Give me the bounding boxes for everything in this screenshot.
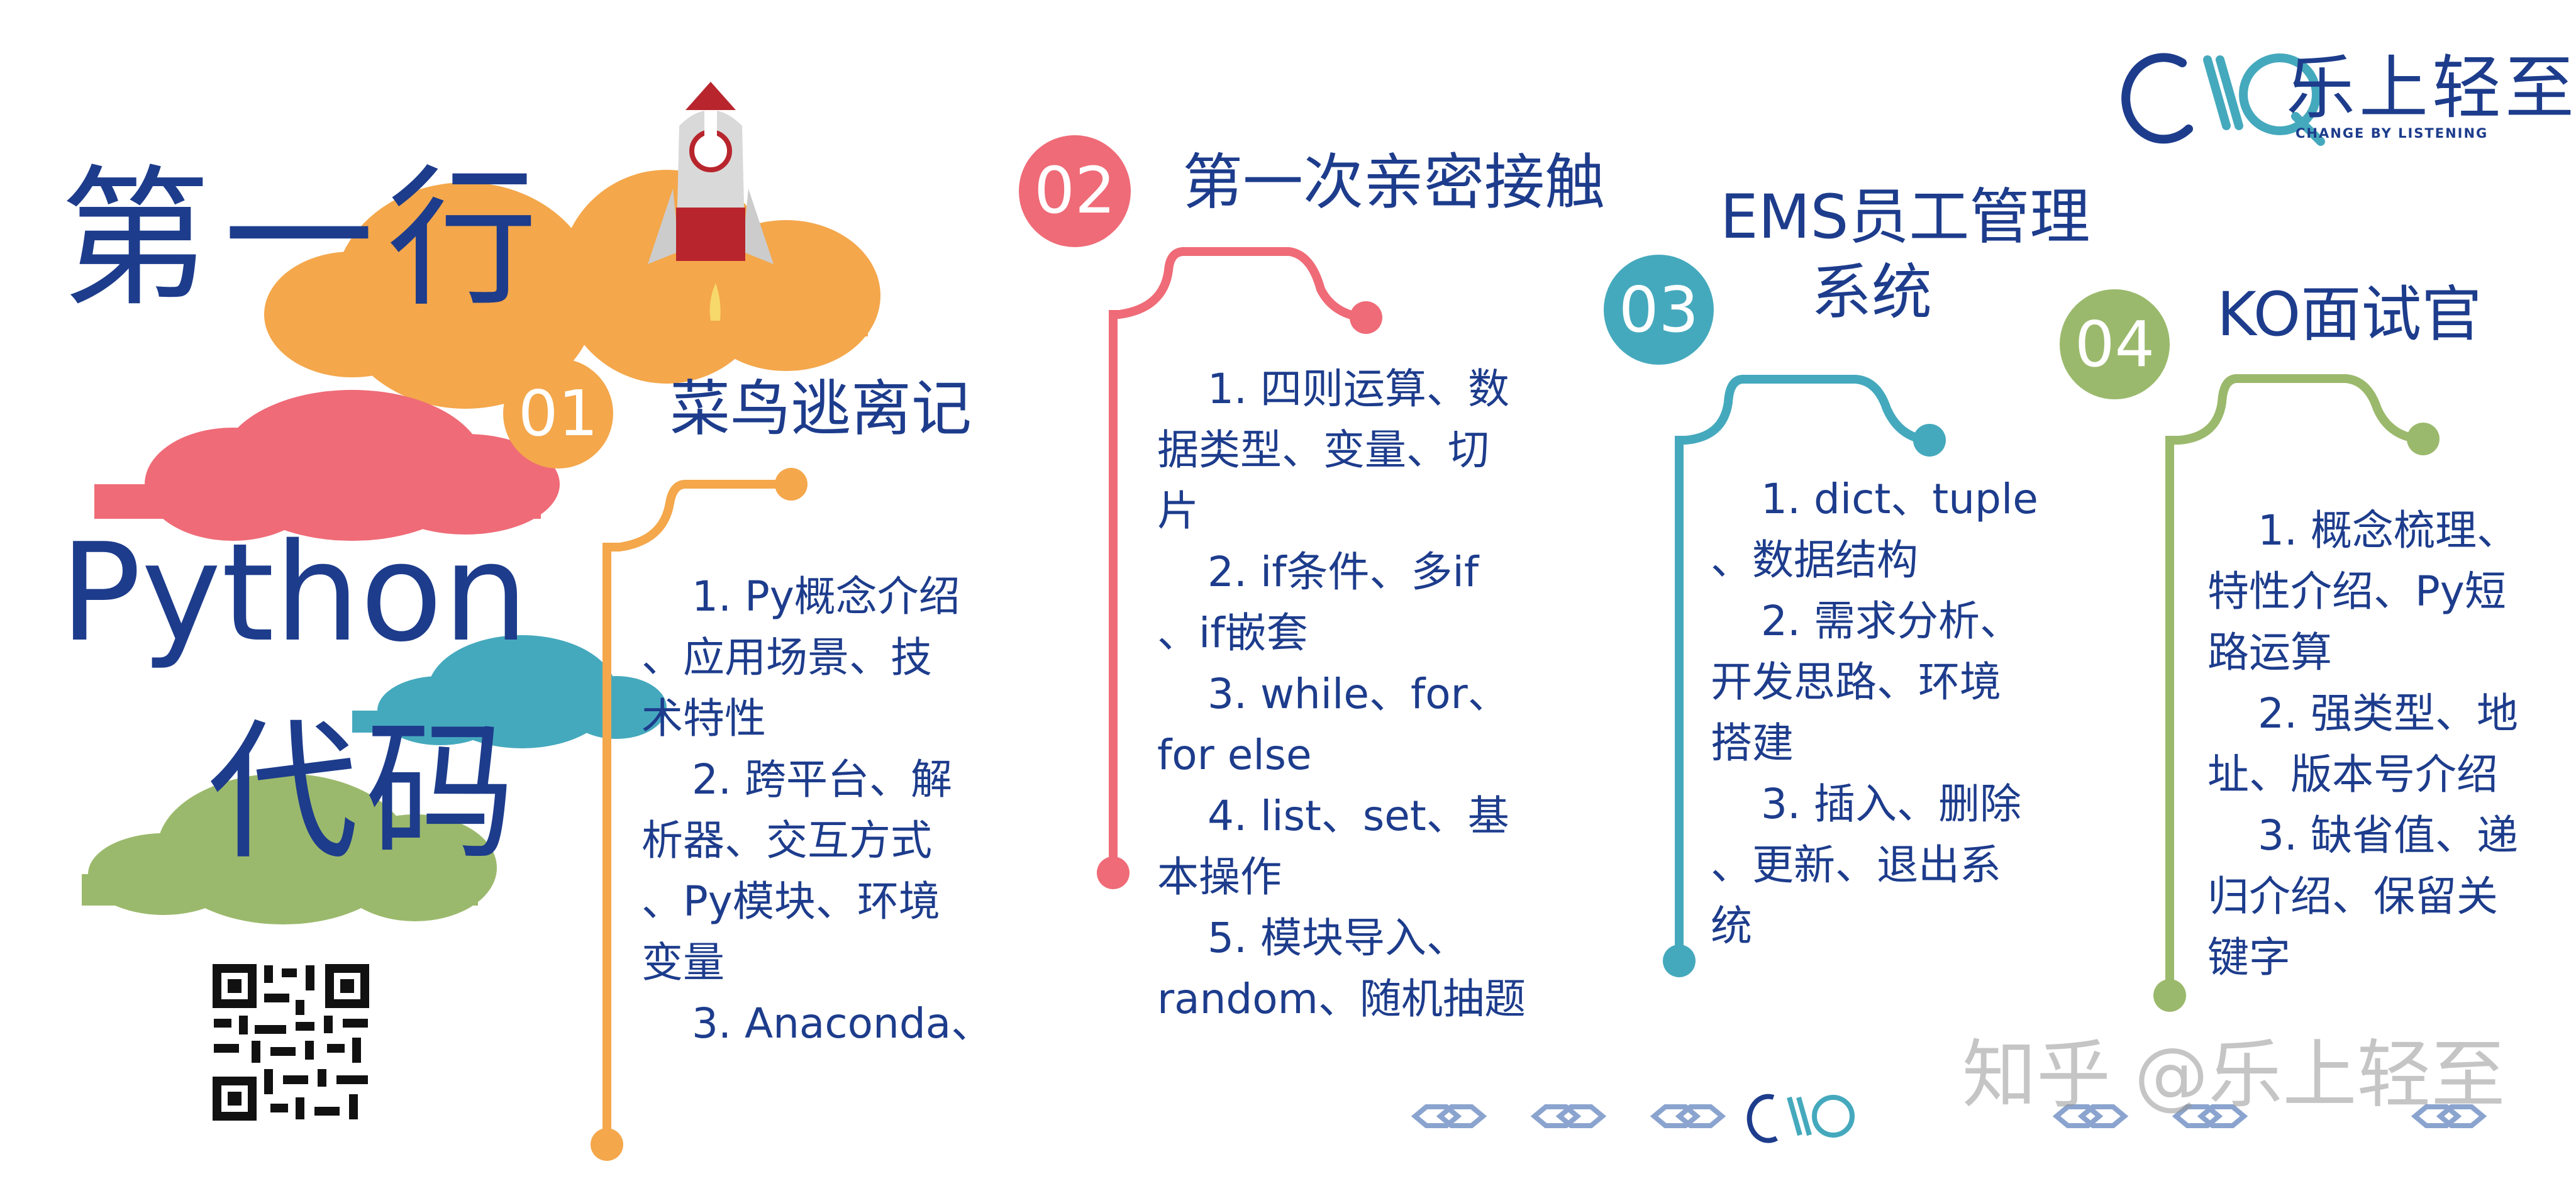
qr-code-icon [211, 962, 371, 1123]
section-01-line: 3. Anaconda、 [692, 999, 993, 1048]
section-02-title: 第一次亲密接触 [1182, 147, 1605, 218]
section-03-body: 1. dict、tuple 、数据结构 2. 需求分析、 开发思路、环境 搭建 … [1711, 469, 2038, 956]
section-04-line: 特性介绍、Py短 [2207, 567, 2506, 616]
section-04-number: 04 [2074, 308, 2155, 381]
section-02-line: random、随机抽题 [1157, 975, 1526, 1023]
section-03-title-line-1: EMS员工管理 [1720, 182, 2090, 252]
section-01-badge: 01 [503, 358, 613, 469]
connector-02-dot-bottom [1097, 857, 1130, 889]
section-02-line: 本操作 [1157, 853, 1282, 901]
section-02-line: 片 [1157, 487, 1199, 535]
section-03-line: 1. dict、tuple [1761, 475, 2038, 523]
section-03-badge: 03 [1604, 255, 1714, 365]
section-04-line: 归介绍、保留关 [2207, 872, 2498, 921]
brand-logo-tagline: CHANGE BY LISTENING [2296, 126, 2489, 141]
connector-01-dot-top [775, 468, 808, 501]
watermark: 知乎 @乐上轻至 [1962, 1031, 2506, 1118]
rocket-icon [648, 82, 774, 327]
section-02-line: 3. while、for、 [1208, 670, 1509, 718]
connector-03 [1675, 375, 1932, 963]
green-cloud [82, 773, 497, 924]
section-04-badge: 04 [2060, 289, 2170, 399]
section-03-line: 2. 需求分析、 [1761, 597, 2021, 645]
section-04-line: 2. 强类型、地 [2258, 689, 2518, 738]
connector-03-dot-top [1913, 424, 1946, 457]
section-01-line: 、应用场景、技 [641, 633, 932, 682]
brand-logo-icon [2121, 53, 2325, 146]
section-04-title: KO面试官 [2217, 279, 2482, 350]
section-01-line: 析器、交互方式 [641, 816, 932, 865]
connector-04-dot-top [2407, 423, 2440, 455]
section-01-title: 菜鸟逃离记 [670, 374, 972, 444]
section-01-number: 01 [518, 377, 599, 450]
section-03-line: 、更新、退出系 [1711, 841, 2001, 889]
title-line-1: 第一行 [60, 151, 551, 327]
section-03-title-line-2: 系统 [1811, 257, 1932, 328]
section-01-line: 、Py模块、环境 [641, 877, 940, 926]
section-03-line: 3. 插入、删除 [1761, 780, 2021, 828]
section-02-line: 5. 模块导入、 [1208, 914, 1468, 962]
section-04-body: 1. 概念梳理、 特性介绍、Py短 路运算 2. 强类型、地 址、版本号介绍 3… [2207, 500, 2518, 988]
teal-cloud [352, 635, 667, 748]
section-01-line: 2. 跨平台、解 [692, 755, 952, 804]
section-01-line: 术特性 [641, 694, 766, 743]
pink-cloud [94, 390, 560, 541]
section-04-line: 路运算 [2207, 628, 2332, 677]
brand-logo-name: 乐上轻至 [2286, 48, 2576, 128]
section-03-line: 、数据结构 [1711, 536, 1918, 584]
connector-01-dot-bottom [591, 1128, 623, 1161]
connector-01 [602, 480, 794, 1149]
title-line-2: Python [60, 514, 529, 672]
section-03-line: 开发思路、环境 [1711, 658, 2001, 706]
section-02-line: 1. 四则运算、数 [1208, 365, 1509, 413]
section-04-line: 键字 [2207, 933, 2290, 982]
section-02-line: 2. if条件、多if [1208, 548, 1479, 596]
section-04-line: 址、版本号介绍 [2207, 750, 2498, 799]
section-02-badge: 02 [1019, 135, 1131, 247]
title-line-3: 代码 [208, 704, 523, 880]
section-01-line: 1. Py概念介绍 [692, 572, 960, 621]
section-02-line: 、if嵌套 [1157, 609, 1308, 657]
connector-04-dot-bottom [2153, 979, 2186, 1012]
section-02-line: 据类型、变量、切 [1157, 426, 1489, 474]
section-03-line: 统 [1711, 902, 1752, 950]
section-03-number: 03 [1618, 273, 1699, 347]
section-02-line: 4. list、set、基 [1208, 792, 1509, 840]
section-02-body: 1. 四则运算、数 据类型、变量、切 片 2. if条件、多if 、if嵌套 3… [1157, 358, 1526, 1029]
section-02-number: 02 [1034, 153, 1116, 228]
bottom-links-decoration [1411, 1094, 2487, 1143]
section-03-line: 搭建 [1711, 719, 1794, 767]
section-04-line: 1. 概念梳理、 [2258, 506, 2518, 555]
connector-04 [2165, 374, 2426, 998]
connector-03-dot-bottom [1663, 945, 1696, 977]
section-01-line: 变量 [641, 938, 724, 987]
connector-02-dot-top [1350, 301, 1382, 334]
connector-02 [1109, 247, 1369, 875]
section-01-body: 1. Py概念介绍 、应用场景、技 术特性 2. 跨平台、解 析器、交互方式 、… [641, 566, 992, 1054]
section-04-line: 3. 缺省值、递 [2258, 811, 2518, 860]
section-02-line: for else [1157, 731, 1312, 779]
